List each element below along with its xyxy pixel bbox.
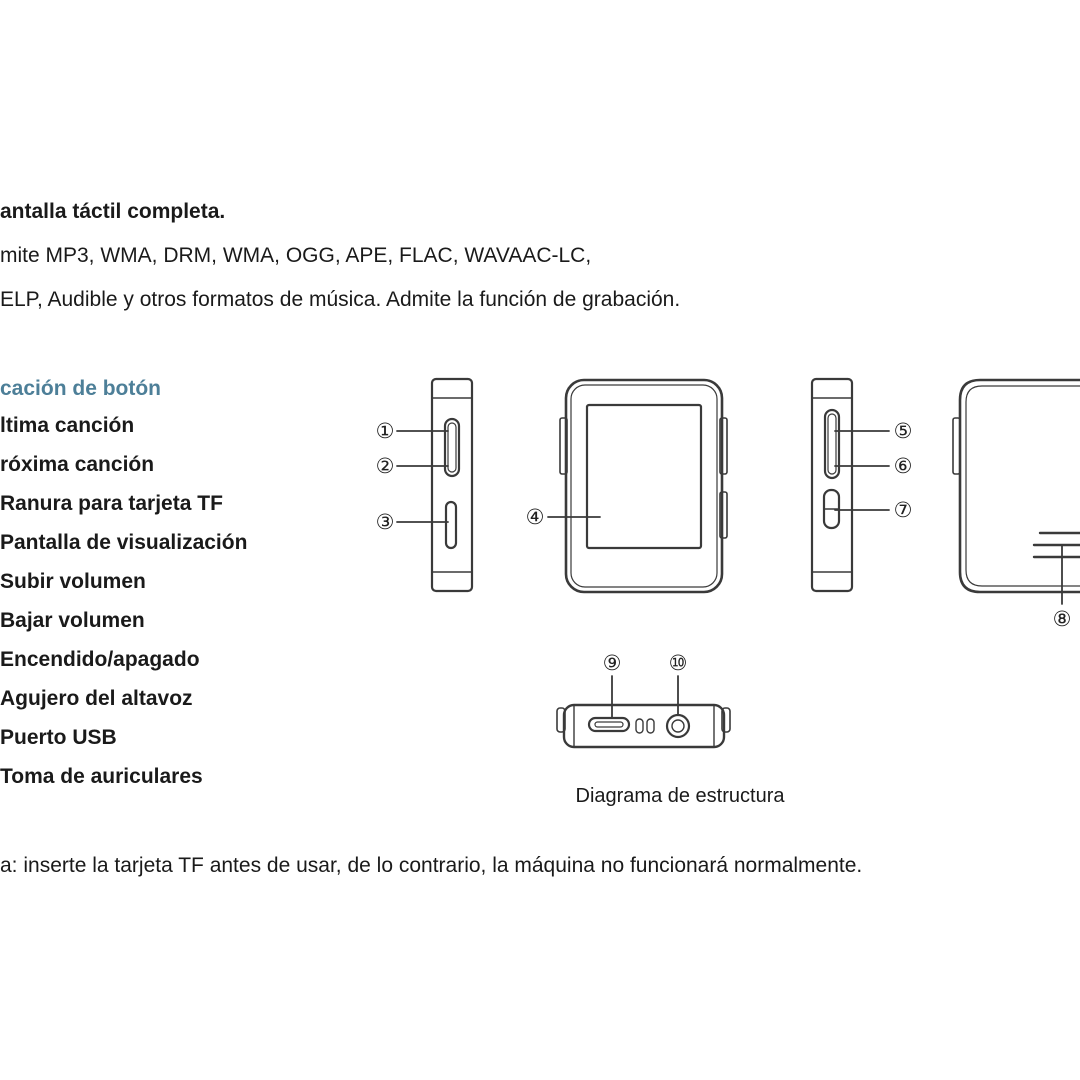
speaker-grille [1032,531,1080,559]
callout-1: ① [376,419,395,443]
callout-2: ② [376,454,395,478]
button-list-item: róxima canción [0,453,155,476]
callout-9: ⑨ [603,651,622,675]
device-front-view [559,378,728,594]
button-list-item: Bajar volumen [0,609,145,632]
diagram-caption: Diagrama de estructura [576,785,786,807]
tf-card-slot [444,500,458,550]
button-list-item: Pantalla de visualización [0,531,248,554]
callout-3: ③ [376,510,395,534]
device-right-side-view [810,377,854,593]
callout-8: ⑧ [1053,607,1072,631]
device-left-side-view [430,377,474,593]
usb-port [587,716,631,733]
intro-line-2: mite MP3, WMA, DRM, WMA, OGG, APE, FLAC,… [0,244,592,267]
callout-6: ⑥ [894,454,913,478]
display-screen [585,403,703,550]
callout-4: ④ [526,505,545,529]
device-back-view [952,378,1080,594]
button-list-item: ltima canción [0,414,135,437]
button-list-item: Subir volumen [0,570,146,593]
callout-10: ⑩ [669,651,688,675]
callout-7: ⑦ [894,498,913,522]
note-text: a: inserte la tarjeta TF antes de usar, … [0,854,863,877]
button-list-item: Ranura para tarjeta TF [0,492,223,515]
device-bottom-view [556,703,731,749]
prev-next-rocker [443,417,461,478]
headphone-jack [665,713,691,739]
button-list-item: Puerto USB [0,726,117,749]
callout-5: ⑤ [894,419,913,443]
button-list-item: Agujero del altavoz [0,687,193,710]
button-list-item: Toma de auriculares [0,765,203,788]
intro-line-1: antalla táctil completa. [0,200,226,223]
button-list-item: Encendido/apagado [0,648,200,671]
volume-rocker [823,408,841,480]
intro-line-3: ELP, Audible y otros formatos de música.… [0,288,681,311]
button-list-heading: cación de botón [0,377,162,400]
